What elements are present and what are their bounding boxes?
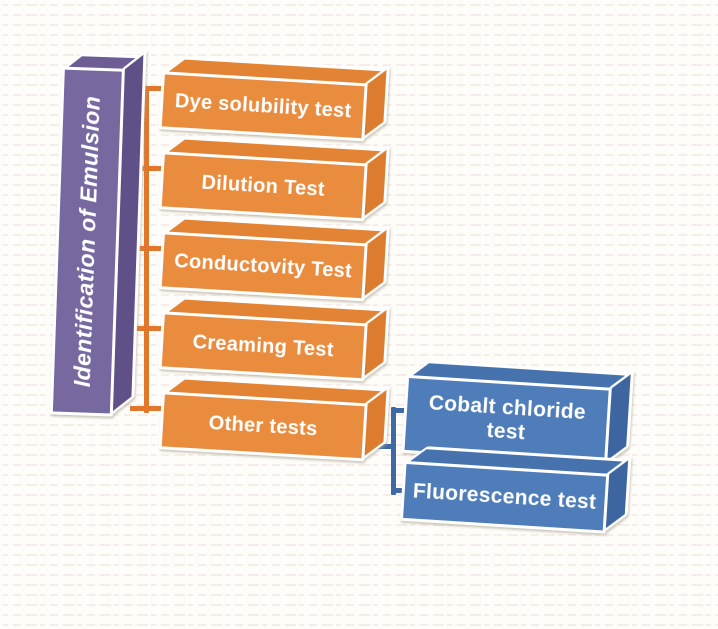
node-front-face: Dye solubility test (158, 71, 368, 142)
connector-elbow-blue (366, 444, 396, 449)
connector-stub-orange-1 (130, 86, 176, 91)
node-label: Fluorescence test (412, 479, 597, 515)
root-front-face: Identification of Emulsion (49, 66, 125, 417)
connector-stub-orange-5 (130, 406, 176, 411)
node-front-face: Fluorescence test (399, 460, 610, 534)
node-label: Other tests (208, 411, 319, 441)
connector-stub-orange-3 (130, 246, 176, 251)
node-label: Dilution Test (200, 171, 326, 201)
root-node-identification-of-emulsion: Identification of Emulsion (49, 49, 151, 422)
node-label: Creaming Test (191, 330, 335, 362)
node-front-face: Other tests (158, 391, 368, 462)
connector-trunk-blue (391, 407, 396, 495)
node-front-face: Creaming Test (158, 311, 368, 382)
node-other-tests: Other tests (157, 375, 392, 482)
connector-stub-orange-2 (130, 166, 176, 171)
node-front-face: Dilution Test (158, 151, 368, 222)
node-fluorescence-test: Fluorescence test (399, 445, 634, 537)
root-label: Identification of Emulsion (68, 95, 105, 388)
node-front-face: Conductovity Test (158, 231, 368, 302)
connector-stub-orange-4 (130, 326, 176, 331)
node-label: Dye solubility test (174, 89, 353, 123)
node-label: Conductovity Test (173, 249, 353, 283)
node-label: Cobalt chloride test (428, 391, 587, 445)
